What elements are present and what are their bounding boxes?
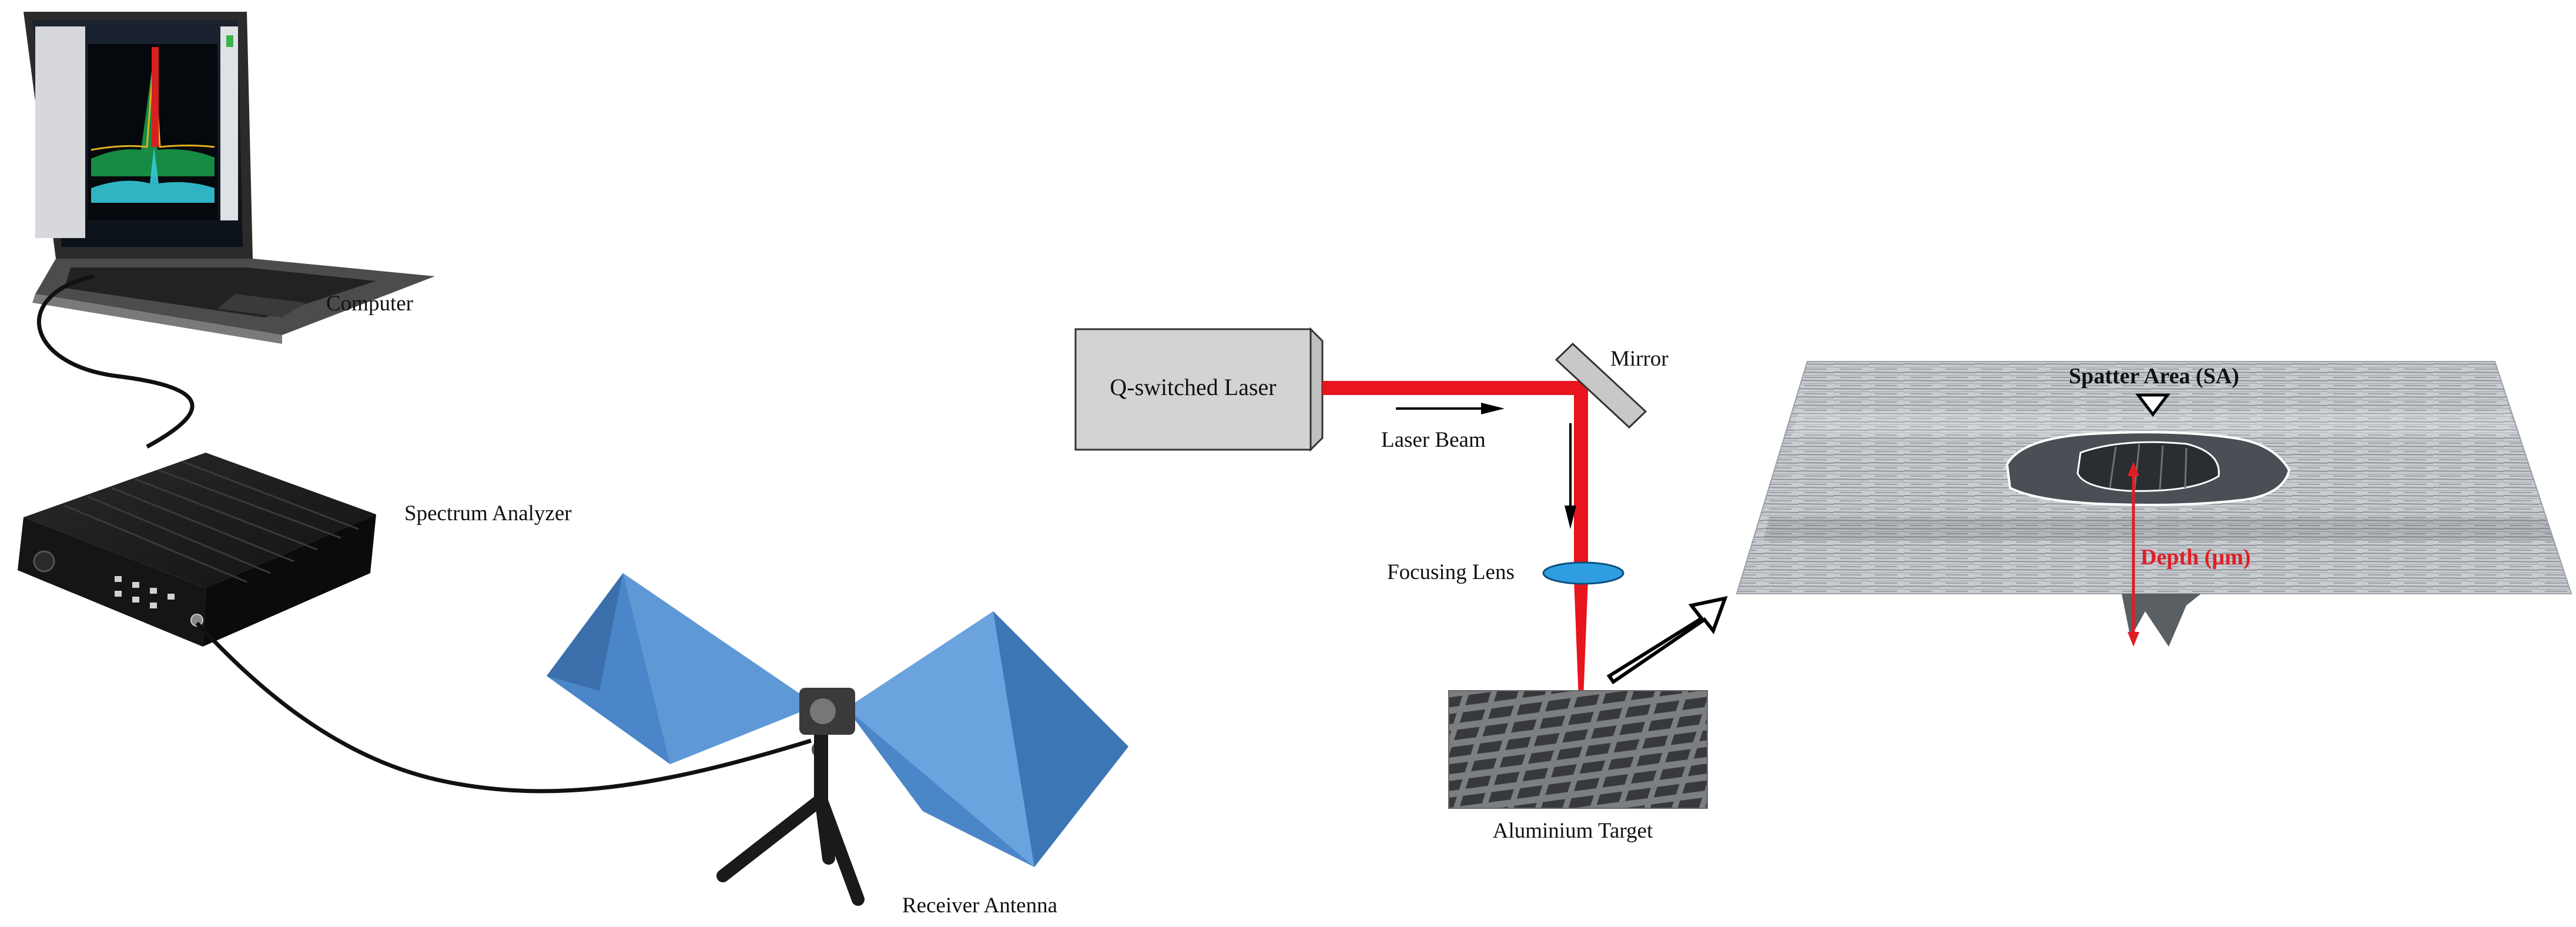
spatter-area (2005, 431, 2291, 506)
spectrum-analyzer-label: Spectrum Analyzer (404, 501, 572, 526)
surface-profile-3d (1736, 361, 2572, 647)
laser-beam-label: Laser Beam (1381, 428, 1486, 452)
receiver-antenna (547, 573, 1128, 906)
focusing-lens (1542, 561, 1624, 585)
focusing-lens-label: Focusing Lens (1387, 560, 1515, 584)
usb-cable (37, 274, 195, 449)
depth-arrow (2128, 461, 2139, 647)
computer-label: Computer (326, 292, 413, 316)
aluminium-target-label: Aluminium Target (1493, 819, 1653, 843)
laser-beam-focused (1574, 579, 1588, 700)
q-switched-laser (1074, 327, 1324, 452)
spectrum-analyzer (18, 453, 376, 647)
beam-direction-arrow-vertical (1565, 423, 1576, 529)
hollow-arrow-to-profile (1606, 595, 1728, 685)
aluminium-target (1448, 690, 1708, 809)
laser-beam-horizontal (1322, 381, 1587, 395)
mirror (1555, 342, 1647, 429)
beam-direction-arrow-horizontal (1396, 403, 1505, 414)
depth-label: Depth (µm) (2140, 545, 2251, 570)
rf-cable (195, 621, 812, 794)
screen-spectrum-plot (35, 26, 238, 238)
spatter-area-label: Spatter Area (SA) (2069, 364, 2239, 389)
laser-beam-vertical (1574, 388, 1588, 564)
laser-label: Q-switched Laser (1110, 374, 1276, 400)
mirror-label: Mirror (1610, 347, 1669, 371)
receiver-antenna-label: Receiver Antenna (902, 893, 1057, 918)
spatter-marker-icon (2135, 393, 2171, 417)
computer (24, 12, 435, 344)
